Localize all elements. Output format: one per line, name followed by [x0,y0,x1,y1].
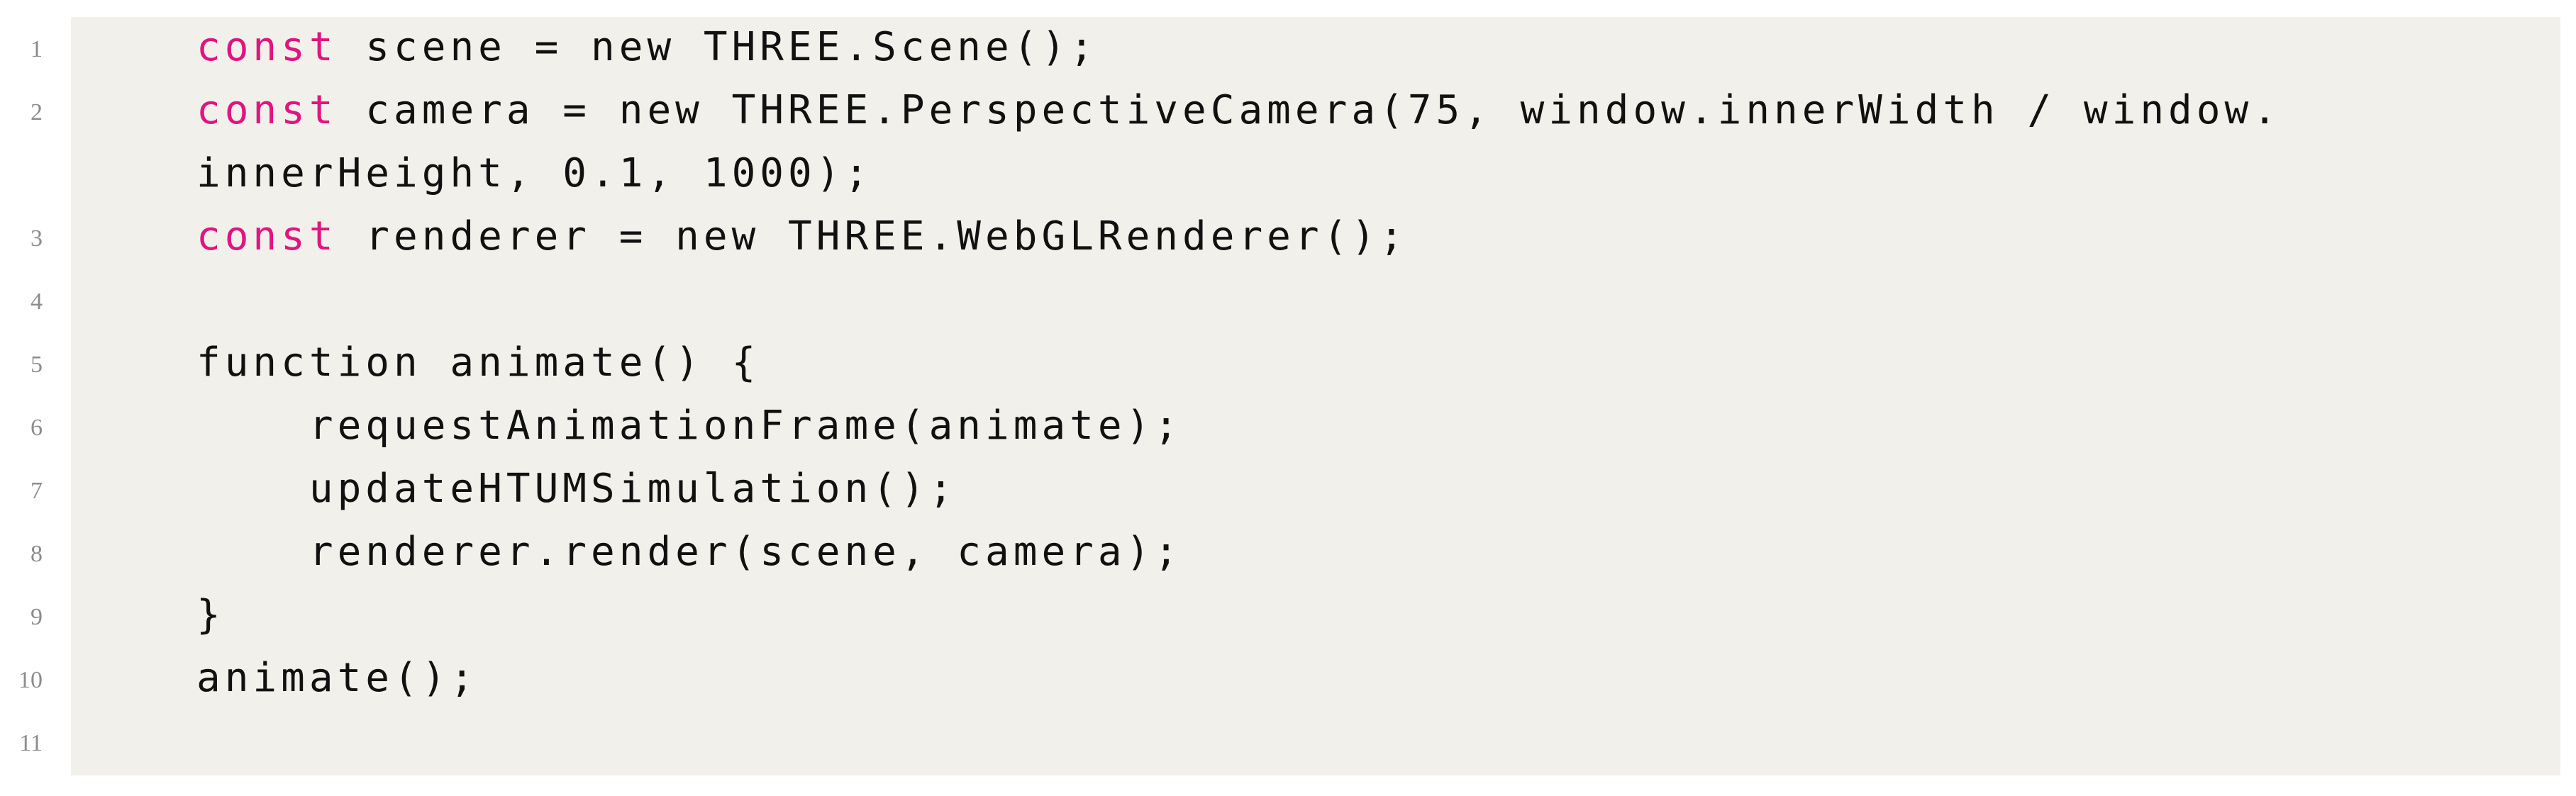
line-number: 2 [30,99,43,125]
code-text: const scene = new THREE.Scene(); [196,24,1098,70]
code-line: 9 } [0,583,2576,646]
code-text: innerHeight, 0.1, 1000); [196,150,873,196]
code-line: 1 const scene = new THREE.Scene(); [0,16,2576,79]
code-text: updateHTUMSimulation(); [309,466,957,512]
code-line: 3 const renderer = new THREE.WebGLRender… [0,205,2576,268]
keyword: const [196,24,338,70]
keyword: const [196,213,338,259]
line-number: 7 [30,478,43,504]
code-block [71,17,2560,775]
code-line: 7 updateHTUMSimulation(); [0,457,2576,520]
line-number: 11 [19,730,43,756]
code-line: 6 requestAnimationFrame(animate); [0,394,2576,457]
code-line: 4 [0,268,2576,331]
line-number: 10 [18,667,43,693]
code-line-continuation: innerHeight, 0.1, 1000); [0,142,2576,205]
code-line: 11 [0,710,2576,773]
code-text: } [196,592,225,638]
code-text: animate(); [196,655,479,701]
line-number: 1 [30,36,43,62]
code-line: 10 animate(); [0,646,2576,710]
code-text: renderer.render(scene, camera); [309,529,1183,575]
code-line: 2 const camera = new THREE.PerspectiveCa… [0,79,2576,142]
line-number: 9 [30,604,43,630]
line-number: 4 [30,288,43,315]
line-number: 8 [30,541,43,567]
line-number: 3 [30,225,43,252]
code-line: 8 renderer.render(scene, camera); [0,520,2576,583]
line-number: 6 [30,415,43,441]
keyword: const [196,87,338,133]
line-number: 5 [30,352,43,378]
code-line: 5 function animate() { [0,331,2576,394]
code-text: requestAnimationFrame(animate); [309,403,1183,449]
code-text: const camera = new THREE.PerspectiveCame… [196,87,2281,133]
code-text: function animate() { [196,340,760,386]
code-text: const renderer = new THREE.WebGLRenderer… [196,213,1408,259]
